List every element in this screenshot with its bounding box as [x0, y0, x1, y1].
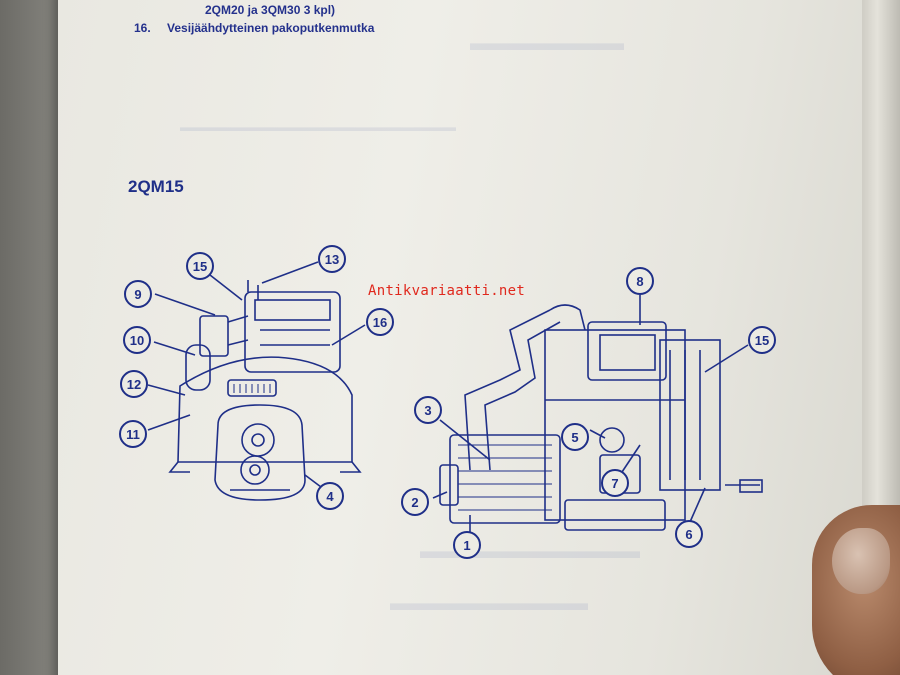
callout-label-5: 5 — [571, 430, 578, 445]
callout-circle — [120, 370, 148, 398]
show-through-block: ▬▬▬▬▬▬▬▬▬▬▬▬▬▬▬▬▬▬▬▬▬▬▬ — [180, 120, 456, 134]
callout-label-3: 3 — [424, 403, 431, 418]
thumbnail — [832, 528, 890, 594]
engine-side-view — [439, 304, 763, 531]
show-through-block: ▬▬▬▬▬▬▬ — [470, 30, 624, 55]
callout-label-1: 1 — [463, 538, 470, 553]
header-line-1: 2QM20 ja 3QM30 3 kpl) — [205, 3, 336, 17]
callout-circle — [123, 326, 151, 354]
callout-label-2: 2 — [411, 495, 418, 510]
callout-circle — [316, 482, 344, 510]
callout-circle — [119, 420, 147, 448]
callout-circle — [561, 423, 589, 451]
callout-circle — [366, 308, 394, 336]
callout-circle — [414, 396, 442, 424]
callout-label-7: 7 — [611, 476, 618, 491]
callout-circle — [626, 267, 654, 295]
callout-label-11: 11 — [126, 427, 140, 442]
callout-circle — [453, 531, 481, 559]
callout-circle — [748, 326, 776, 354]
watermark-text: Antikvariaatti.net — [368, 283, 526, 299]
callout-label-15: 15 — [193, 259, 207, 274]
callout-circle — [124, 280, 152, 308]
callout-circle — [675, 520, 703, 548]
engine-front-view — [168, 280, 362, 501]
callout-circle — [186, 252, 214, 280]
callout-label-15: 15 — [755, 333, 769, 348]
item-16-number: 16. — [134, 21, 151, 35]
item-16-text: Vesijäähdytteinen pakoputkenmutka — [167, 21, 375, 35]
manual-page — [58, 0, 873, 675]
callout-label-9: 9 — [134, 287, 141, 302]
callout-label-6: 6 — [685, 527, 692, 542]
callout-label-13: 13 — [325, 252, 339, 267]
model-label: 2QM15 — [128, 177, 184, 196]
callout-label-16: 16 — [373, 315, 387, 330]
callout-circle — [318, 245, 346, 273]
callout-circle — [601, 469, 629, 497]
callout-label-12: 12 — [127, 377, 141, 392]
show-through-block: ▬▬▬▬▬▬▬▬▬ — [390, 590, 588, 615]
callout-label-4: 4 — [326, 489, 334, 504]
callout-label-8: 8 — [636, 274, 643, 289]
callout-label-10: 10 — [130, 333, 144, 348]
callout-circle — [401, 488, 429, 516]
